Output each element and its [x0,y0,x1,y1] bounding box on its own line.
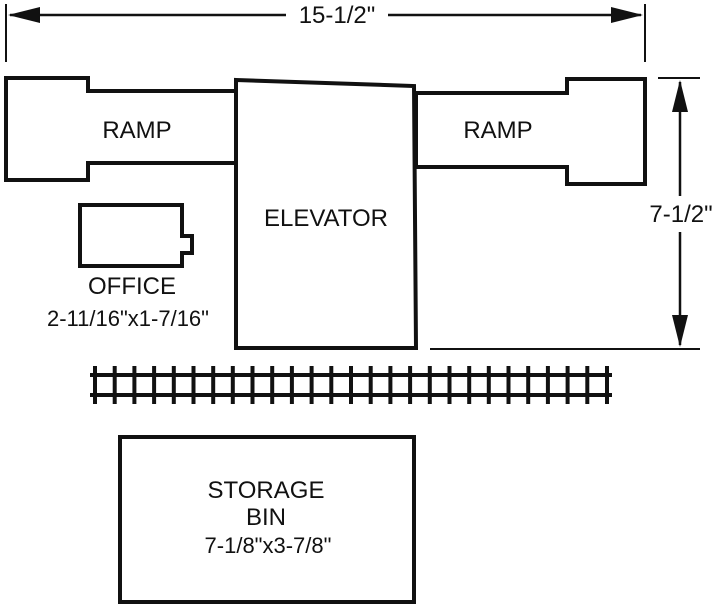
elevator: ELEVATOR [234,77,419,350]
width-arrow-right [611,7,643,23]
storage-bin: STORAGE BIN 7-1/8"x3-7/8" [118,435,416,604]
height-arrow-bottom [672,315,688,347]
width-arrow-left [8,7,40,23]
storage-bin-label-line2: BIN [246,504,286,531]
ramp-right-outline [414,77,647,186]
elevator-label: ELEVATOR [264,205,388,232]
elevator-outline [234,77,419,350]
ramp-right-label: RAMP [463,117,532,144]
height-label: 7-1/2" [649,201,712,228]
height-dimension: 7-1/2" [430,77,713,350]
railroad-track [90,366,612,404]
height-arrow-top [672,80,688,112]
width-dimension: 15-1/2" [5,2,646,62]
storage-bin-outline [118,435,416,604]
ramp-left-label: RAMP [102,117,171,144]
office-outline [78,203,194,268]
storage-bin-size: 7-1/8"x3-7/8" [205,533,332,558]
storage-bin-label-line1: STORAGE [208,477,325,504]
office-size: 2-11/16"x1-7/16" [47,306,209,331]
ramp-left: RAMP [4,76,238,182]
office: OFFICE 2-11/16"x1-7/16" [47,203,209,331]
office-label: OFFICE [88,273,176,300]
ramp-right: RAMP [414,77,647,186]
width-label: 15-1/2" [299,2,376,29]
